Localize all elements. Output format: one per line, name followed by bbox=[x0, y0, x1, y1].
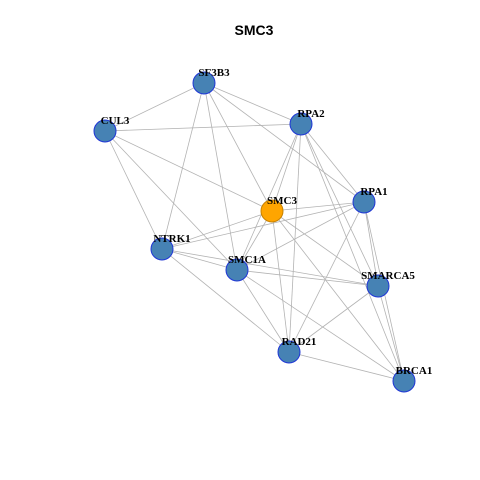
node-rpa2[interactable] bbox=[289, 112, 313, 136]
node-label-sf3b3: SF3B3 bbox=[198, 67, 230, 79]
node-label-rad21: RAD21 bbox=[282, 336, 317, 348]
edge-smc3-rpa1 bbox=[271, 201, 365, 212]
edge-smarca5-rad21 bbox=[288, 285, 379, 353]
edge-cul3-rpa2 bbox=[104, 123, 302, 132]
edge-ntrk1-smc1a bbox=[161, 248, 238, 271]
edge-rpa2-smc1a bbox=[236, 123, 302, 271]
edge-cul3-smc3 bbox=[104, 130, 273, 212]
edge-sf3b3-rpa1 bbox=[203, 82, 365, 203]
node-smc3[interactable] bbox=[260, 199, 284, 223]
node-layer bbox=[93, 71, 416, 393]
edge-rpa1-smarca5 bbox=[363, 201, 379, 287]
node-smarca5[interactable] bbox=[366, 274, 390, 298]
node-label-cul3: CUL3 bbox=[101, 115, 130, 127]
edge-ntrk1-rad21 bbox=[161, 248, 290, 353]
edge-ntrk1-smarca5 bbox=[161, 248, 379, 287]
node-label-rpa2: RPA2 bbox=[297, 108, 325, 120]
node-sf3b3[interactable] bbox=[192, 71, 216, 95]
edge-sf3b3-rpa2 bbox=[203, 82, 302, 125]
node-cul3[interactable] bbox=[93, 119, 117, 143]
node-label-smc1a: SMC1A bbox=[228, 254, 266, 266]
node-ntrk1[interactable] bbox=[150, 237, 174, 261]
node-smc1a[interactable] bbox=[225, 258, 249, 282]
edge-smc1a-rad21 bbox=[236, 269, 290, 353]
edge-sf3b3-ntrk1 bbox=[161, 82, 205, 250]
edge-sf3b3-smc3 bbox=[203, 82, 273, 212]
edge-layer bbox=[104, 82, 405, 382]
node-brca1[interactable] bbox=[392, 369, 416, 393]
edge-smc1a-smarca5 bbox=[236, 269, 379, 287]
edge-smc3-ntrk1 bbox=[161, 210, 273, 250]
edge-cul3-smc1a bbox=[104, 130, 238, 271]
node-label-smc3: SMC3 bbox=[267, 195, 297, 207]
node-label-smarca5: SMARCA5 bbox=[361, 270, 415, 282]
edge-sf3b3-smc1a bbox=[203, 82, 238, 271]
edge-smc3-smarca5 bbox=[271, 210, 379, 287]
edge-rpa2-rpa1 bbox=[300, 123, 365, 203]
node-label-brca1: BRCA1 bbox=[396, 365, 433, 377]
edge-smarca5-brca1 bbox=[377, 285, 405, 382]
node-label-ntrk1: NTRK1 bbox=[153, 233, 190, 245]
edge-rad21-brca1 bbox=[288, 351, 405, 382]
edge-rpa1-smc1a bbox=[236, 201, 365, 271]
edge-rpa1-ntrk1 bbox=[161, 201, 365, 250]
edge-rpa2-smc3 bbox=[271, 123, 302, 212]
edge-cul3-ntrk1 bbox=[104, 130, 163, 250]
edge-rpa2-rad21 bbox=[288, 123, 302, 353]
edge-rpa2-brca1 bbox=[300, 123, 405, 382]
node-rad21[interactable] bbox=[277, 340, 301, 364]
edge-rpa2-smarca5 bbox=[300, 123, 379, 287]
edge-sf3b3-cul3 bbox=[104, 82, 205, 132]
edge-smc1a-brca1 bbox=[236, 269, 405, 382]
node-rpa1[interactable] bbox=[352, 190, 376, 214]
node-label-rpa1: RPA1 bbox=[360, 186, 387, 198]
graph-title: SMC3 bbox=[235, 22, 274, 38]
edge-smc3-rad21 bbox=[271, 210, 290, 353]
